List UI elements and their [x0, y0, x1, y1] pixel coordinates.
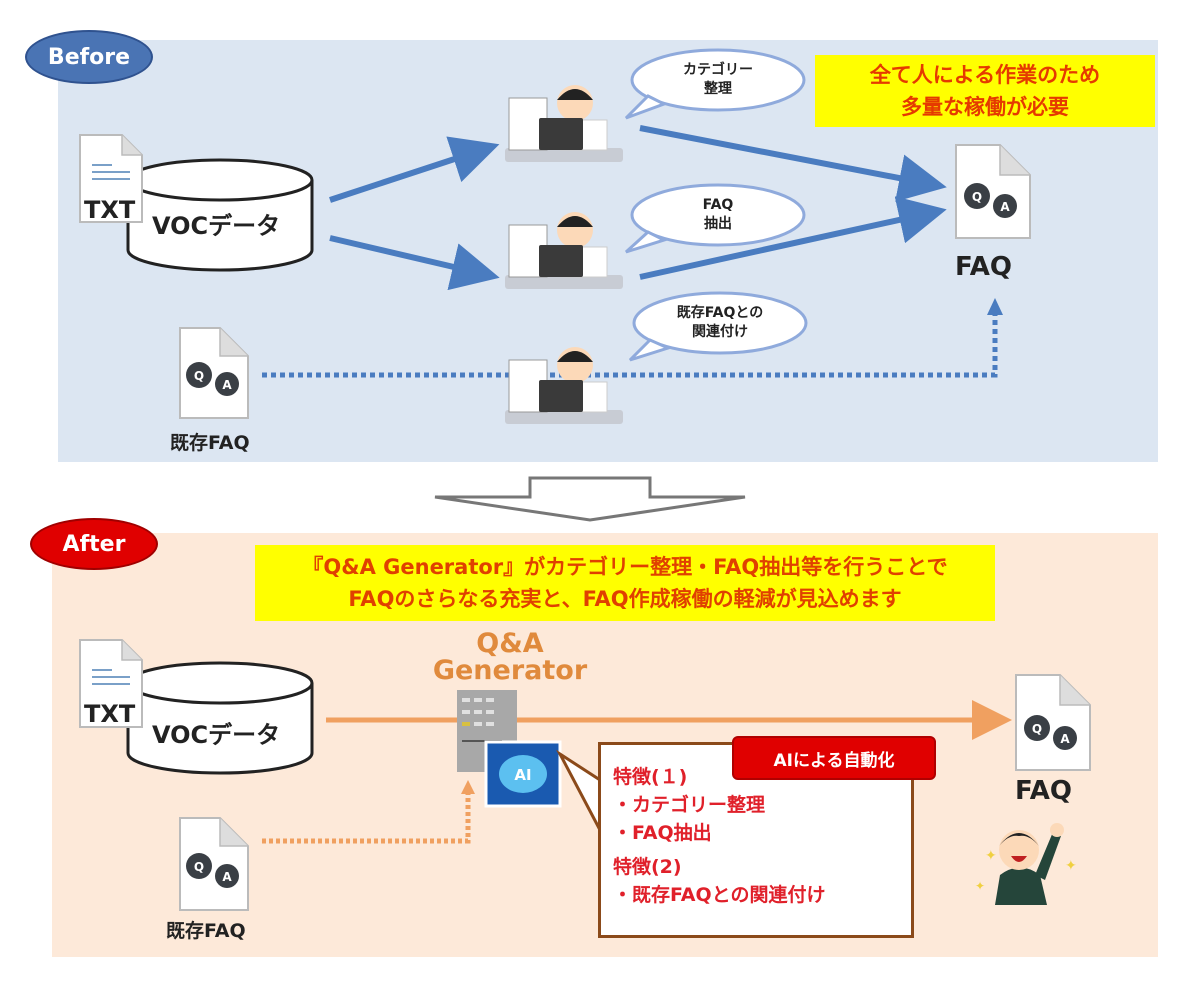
- faq-document-icon: Q A: [955, 144, 1031, 239]
- voc-database-icon: [126, 661, 314, 775]
- a-bubble-icon: [993, 194, 1017, 218]
- down-arrow-shape: [434, 476, 746, 522]
- feature-item: ・カテゴリー整理: [613, 794, 766, 816]
- generator-title-line: Generator: [432, 655, 588, 686]
- txt-document-icon: [79, 134, 143, 223]
- dotted-link-existing-faq: [262, 792, 471, 844]
- arrow-db-to-task2: [329, 235, 500, 291]
- feature-list: 特徴(１) ・カテゴリー整理 ・FAQ抽出 特徴(2) ・既存FAQとの関連付け: [613, 763, 825, 909]
- svg-text:Q: Q: [972, 190, 982, 204]
- bubble-line: 整理: [704, 81, 732, 97]
- generator-title-line: Q&A: [476, 628, 544, 659]
- dotted-arrow-head: [987, 298, 1003, 315]
- txt-document-icon: [79, 639, 143, 728]
- dotted-arrow-head: [461, 780, 475, 794]
- bubble-line: 既存FAQとの: [676, 305, 764, 321]
- feature-heading-1: 特徴(１): [613, 766, 688, 788]
- faq-output-label: FAQ: [1015, 776, 1073, 806]
- voc-data-label: VOCデータ: [152, 721, 281, 749]
- txt-file-tag: TXT: [84, 700, 136, 728]
- dotted-link-existing-faq: [262, 312, 998, 378]
- bubble-line: カテゴリー: [683, 62, 753, 78]
- svg-text:A: A: [1000, 200, 1010, 214]
- q-bubble-icon: [964, 183, 990, 209]
- transition-down-arrow: [434, 476, 746, 522]
- svg-text:A: A: [1060, 732, 1070, 746]
- svg-text:Q: Q: [194, 860, 204, 874]
- speech-bubble-1: [624, 48, 806, 120]
- after-note-line: FAQのさらなる充実と、FAQ作成稼働の軽減が見込めます: [348, 587, 902, 611]
- before-diagram: Q A Q A: [79, 48, 1031, 424]
- before-badge: Before: [25, 30, 153, 84]
- sparkle-icon: ✦: [1065, 858, 1077, 874]
- voc-data-label: VOCデータ: [152, 212, 281, 240]
- before-note: 全て人による作業のため 多量な稼働が必要: [815, 55, 1155, 127]
- worker-illustration-3: [505, 347, 623, 424]
- bubble-text-category: カテゴリー 整理: [648, 61, 788, 99]
- speech-bubble-2: [624, 183, 806, 254]
- bubble-line: 関連付け: [692, 324, 748, 340]
- ai-automation-tag: AIによる自動化: [732, 736, 936, 780]
- svg-text:AI: AI: [514, 766, 531, 784]
- feature-item: ・既存FAQとの関連付け: [613, 884, 826, 906]
- faq-output-label: FAQ: [955, 252, 1013, 282]
- svg-text:A: A: [222, 378, 232, 392]
- feature-item: ・FAQ抽出: [613, 822, 712, 844]
- bubble-text-extract: FAQ 抽出: [648, 196, 788, 234]
- after-badge: After: [30, 518, 158, 570]
- feature-heading-2: 特徴(2): [613, 856, 682, 878]
- arrow-task1-to-faq: [639, 125, 947, 202]
- worker-illustration-2: [505, 212, 623, 289]
- sparkle-icon: ✦: [985, 848, 997, 864]
- arrow-task2-to-faq: [639, 196, 947, 280]
- ai-brain-icon: AI: [484, 740, 562, 808]
- happy-worker-illustration: ✦ ✦ ✦: [975, 823, 1077, 905]
- after-note-line: 『Q&A Generator』がカテゴリー整理・FAQ抽出等を行うことで: [302, 555, 948, 579]
- voc-database-icon: [126, 158, 314, 272]
- svg-text:Q: Q: [1032, 722, 1042, 736]
- sparkle-icon: ✦: [975, 879, 985, 893]
- bubble-line: FAQ: [702, 197, 734, 213]
- existing-faq-label: 既存FAQ: [166, 920, 246, 942]
- faq-document-icon: Q A: [1015, 674, 1091, 771]
- generator-title: Q&A Generator: [420, 630, 600, 684]
- bubble-text-link: 既存FAQとの 関連付け: [650, 304, 790, 342]
- existing-faq-label: 既存FAQ: [170, 432, 250, 454]
- feature-callout-pointer: [555, 749, 602, 831]
- txt-file-tag: TXT: [84, 196, 136, 224]
- after-diagram: AI Q A Q A ✦ ✦ ✦: [79, 639, 1091, 911]
- bubble-line: 抽出: [704, 216, 732, 232]
- after-note: 『Q&A Generator』がカテゴリー整理・FAQ抽出等を行うことで FAQ…: [255, 545, 995, 621]
- arrow-db-to-task1: [329, 136, 500, 203]
- before-note-line: 多量な稼働が必要: [901, 95, 1069, 119]
- svg-text:Q: Q: [194, 369, 204, 383]
- speech-bubble-3: [628, 291, 808, 362]
- worker-illustration-1: [505, 85, 623, 162]
- svg-text:A: A: [222, 870, 232, 884]
- before-note-line: 全て人による作業のため: [869, 63, 1101, 87]
- existing-faq-document-icon: Q A: [179, 817, 249, 911]
- existing-faq-document-icon: Q A: [179, 327, 249, 419]
